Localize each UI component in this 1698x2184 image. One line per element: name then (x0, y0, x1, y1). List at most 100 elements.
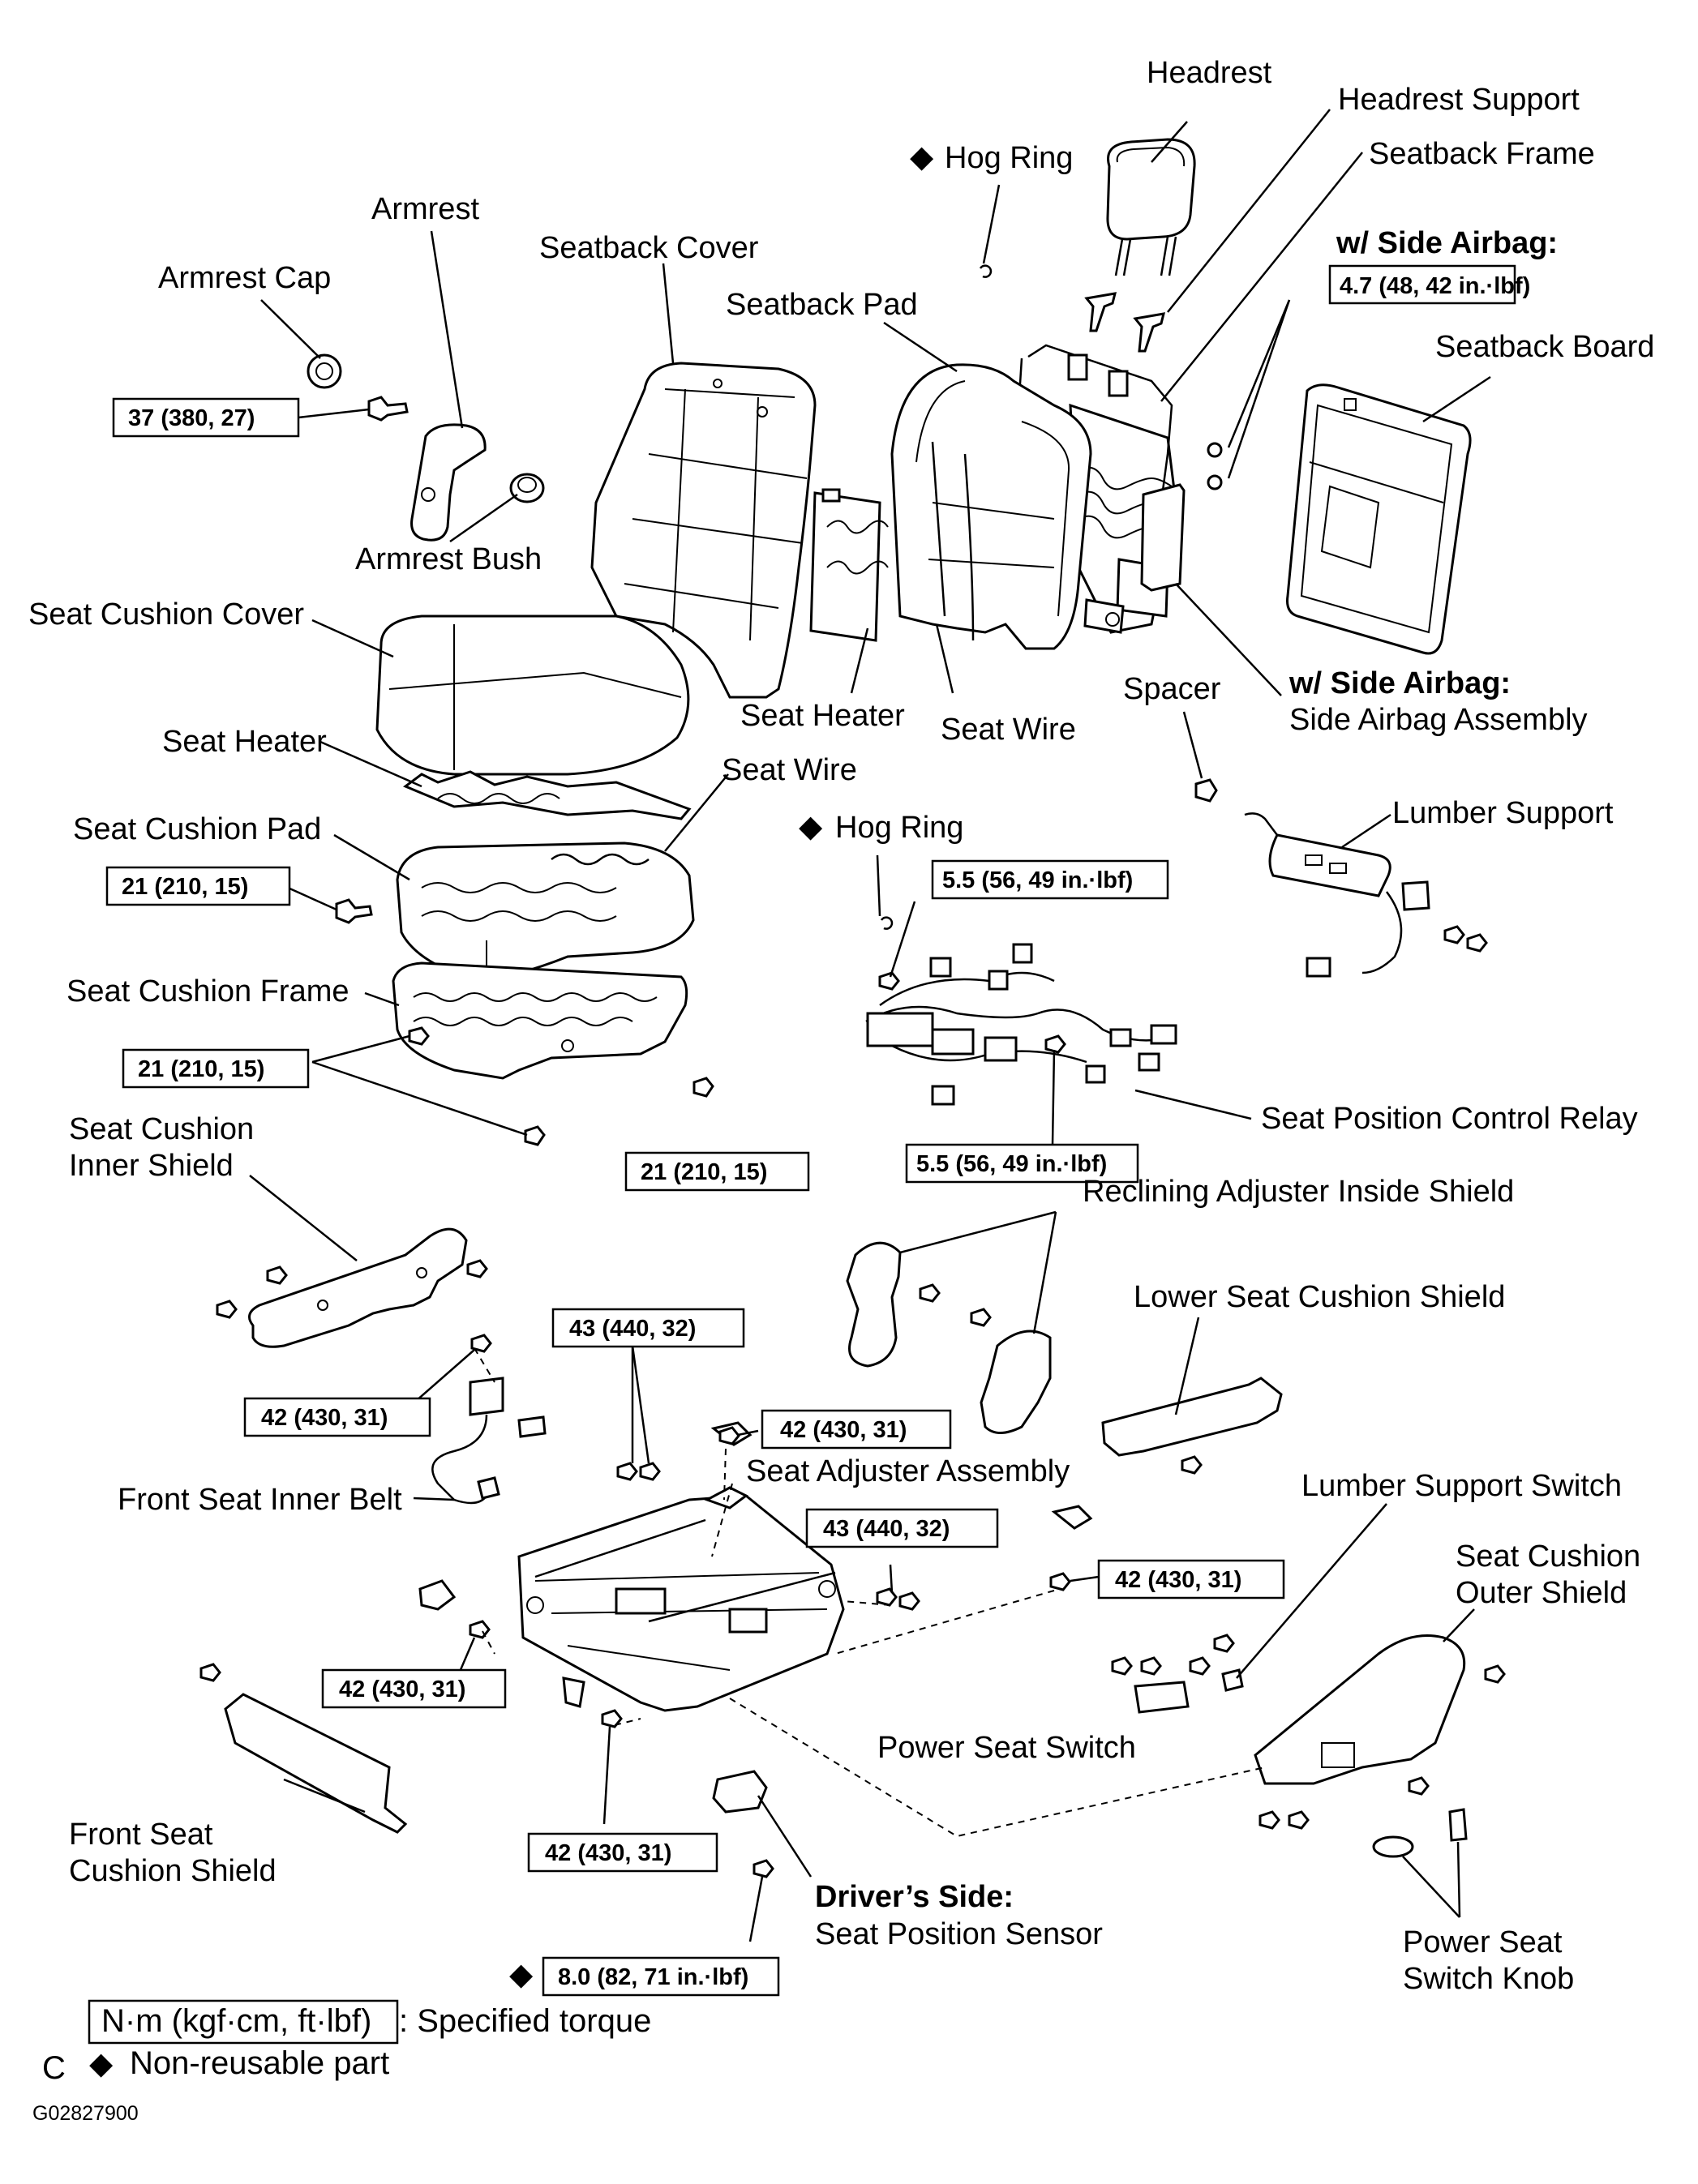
label-seatback-cover: Seatback Cover (539, 231, 759, 265)
legend: N·m (kgf·cm, ft·lbf) : Specified torque … (32, 1999, 651, 2125)
seat-cushion-pad-part (396, 841, 695, 983)
cushion-frame-bolt-c-part (692, 1077, 714, 1098)
torque-adjuster-right: 43 (440, 32) (823, 1516, 950, 1542)
label-drivers-side-heading: Driver’s Side: (815, 1880, 1014, 1914)
label-armrest-bush: Armrest Bush (355, 542, 542, 576)
torque-relay-top: 5.5 (56, 49 in.·lbf) (942, 867, 1133, 893)
cushion-frame-bolt-b-part (524, 1125, 546, 1146)
front-shield-bolt-part (199, 1663, 221, 1682)
label-seat-cushion-inner-shield-1: Seat Cushion (69, 1112, 254, 1146)
label-front-seat-inner-belt: Front Seat Inner Belt (118, 1483, 402, 1517)
label-seat-position-control-relay: Seat Position Control Relay (1261, 1102, 1638, 1136)
label-seat-cushion-outer-shield-2: Outer Shield (1456, 1576, 1627, 1610)
label-seat-heater-back: Seat Heater (740, 699, 905, 733)
corner-mark: C (42, 2050, 66, 2086)
seat-heater-cushion-part (403, 770, 692, 820)
label-headrest: Headrest (1147, 56, 1272, 90)
cushion-frame-bolt-a-part (408, 1026, 430, 1046)
seat-cushion-outer-shield-part (1254, 1634, 1506, 1830)
torque-adjuster-left: 42 (430, 31) (339, 1677, 465, 1702)
torque-cushion-frame: 21 (210, 15) (138, 1056, 264, 1082)
seatback-pad-part (890, 363, 1092, 650)
label-power-seat-switch-knob-2: Switch Knob (1403, 1962, 1574, 1996)
seatback-heater-part (809, 488, 889, 642)
label-seatback-frame: Seatback Frame (1369, 137, 1595, 171)
seat-adjuster-assembly-part (418, 1421, 1093, 1728)
label-hog-ring-top: Hog Ring (945, 141, 1073, 175)
part-drawings (199, 138, 1506, 1878)
figure-id: G02827900 (32, 2102, 139, 2125)
armrest-bush-part (509, 473, 545, 503)
label-seat-position-sensor: Seat Position Sensor (815, 1917, 1103, 1951)
seat-cushion-frame-part (392, 961, 688, 1080)
label-seat-wire-cushion: Seat Wire (722, 753, 857, 787)
torque-adjuster-bottom: 42 (430, 31) (545, 1840, 671, 1866)
label-seatback-board: Seatback Board (1435, 330, 1654, 364)
label-seat-cushion-pad: Seat Cushion Pad (73, 812, 321, 846)
legend-non-reusable-symbol: ◆ (89, 2047, 114, 2081)
torque-armrest: 37 (380, 27) (128, 405, 255, 431)
spacer-part (1194, 778, 1218, 803)
label-headrest-support: Headrest Support (1338, 83, 1580, 117)
lower-shield-bolt-part (1181, 1455, 1203, 1475)
power-seat-switch-part (1111, 1634, 1244, 1714)
seatback-board-part (1286, 383, 1472, 655)
side-airbag-part (1140, 483, 1186, 592)
label-side-airbag-heading: w/ Side Airbag: (1289, 666, 1511, 700)
label-seat-wire-back: Seat Wire (941, 713, 1076, 747)
torque-seat-position-sensor: 8.0 (82, 71 in.·lbf) (558, 1964, 748, 1990)
torque-cushion-frame-right: 21 (210, 15) (641, 1159, 767, 1185)
label-seat-adjuster-assembly: Seat Adjuster Assembly (746, 1454, 1070, 1488)
lower-seat-cushion-shield-part (1101, 1377, 1283, 1457)
front-seat-cushion-shield-part (224, 1693, 408, 1834)
headrest-part (1106, 138, 1196, 276)
label-power-seat-switch: Power Seat Switch (877, 1731, 1136, 1765)
label-side-airbag-heading-top: w/ Side Airbag: (1336, 226, 1558, 260)
reclining-adjuster-inside-shield-part (846, 1241, 1052, 1434)
seat-position-sensor-part (712, 1770, 774, 1878)
armrest-bolt-part (367, 396, 409, 422)
hog-ring-mid-part (880, 916, 894, 930)
armrest-cap-part (307, 353, 342, 389)
label-lumber-support-switch: Lumber Support Switch (1301, 1469, 1622, 1503)
headrest-support-part (1084, 292, 1166, 353)
sensor-non-reusable-symbol: ◆ (509, 1958, 534, 1992)
seatback-cover-part (590, 362, 817, 699)
label-reclining-adjuster-inside-shield: Reclining Adjuster Inside Shield (1083, 1175, 1514, 1209)
power-seat-switch-knob-part (1372, 1808, 1468, 1858)
seat-cushion-cover-part (375, 615, 690, 776)
front-seat-inner-belt-part (431, 1334, 547, 1505)
armrest-part (410, 423, 487, 542)
part-labels: Headrest Headrest Support Seatback Frame… (28, 56, 1654, 1996)
label-lumber-support: Lumber Support (1392, 796, 1614, 830)
label-front-seat-cushion-shield-1: Front Seat (69, 1818, 213, 1852)
label-seat-heater-cushion: Seat Heater (162, 725, 327, 759)
torque-adjuster-mid: 42 (430, 31) (780, 1417, 907, 1443)
label-power-seat-switch-knob-1: Power Seat (1403, 1925, 1563, 1959)
hog-ring-top-part (979, 264, 993, 278)
label-armrest-cap: Armrest Cap (158, 261, 331, 295)
legend-torque-unit: N·m (kgf·cm, ft·lbf) (101, 2003, 371, 2039)
label-seat-cushion-frame: Seat Cushion Frame (66, 974, 349, 1008)
label-seat-cushion-cover: Seat Cushion Cover (28, 597, 304, 632)
label-lower-seat-cushion-shield: Lower Seat Cushion Shield (1134, 1280, 1505, 1314)
label-side-airbag-assembly: Side Airbag Assembly (1289, 703, 1588, 737)
label-front-seat-cushion-shield-2: Cushion Shield (69, 1854, 277, 1888)
hog-ring-top-symbol: ◆ (910, 140, 934, 174)
torque-side-airbag-bolt: 4.7 (48, 42 in.·lbf) (1340, 273, 1530, 299)
torque-relay-bottom: 5.5 (56, 49 in.·lbf) (916, 1151, 1107, 1177)
label-spacer: Spacer (1123, 672, 1221, 706)
torque-cushion-pad: 21 (210, 15) (122, 874, 248, 900)
label-hog-ring-mid: Hog Ring (835, 811, 963, 845)
dashed-lines (474, 1347, 1266, 1838)
label-seat-cushion-outer-shield-1: Seat Cushion (1456, 1540, 1640, 1574)
hog-ring-mid-symbol: ◆ (799, 810, 823, 844)
lumber-support-part (1244, 812, 1488, 978)
torque-adjuster-top: 43 (440, 32) (569, 1316, 696, 1342)
legend-non-reusable-desc: Non-reusable part (130, 2045, 389, 2081)
label-seatback-pad: Seatback Pad (726, 288, 918, 322)
seat-cushion-inner-shield-part (216, 1227, 488, 1348)
label-armrest: Armrest (371, 192, 479, 226)
seat-position-control-relay-part (865, 943, 1177, 1106)
